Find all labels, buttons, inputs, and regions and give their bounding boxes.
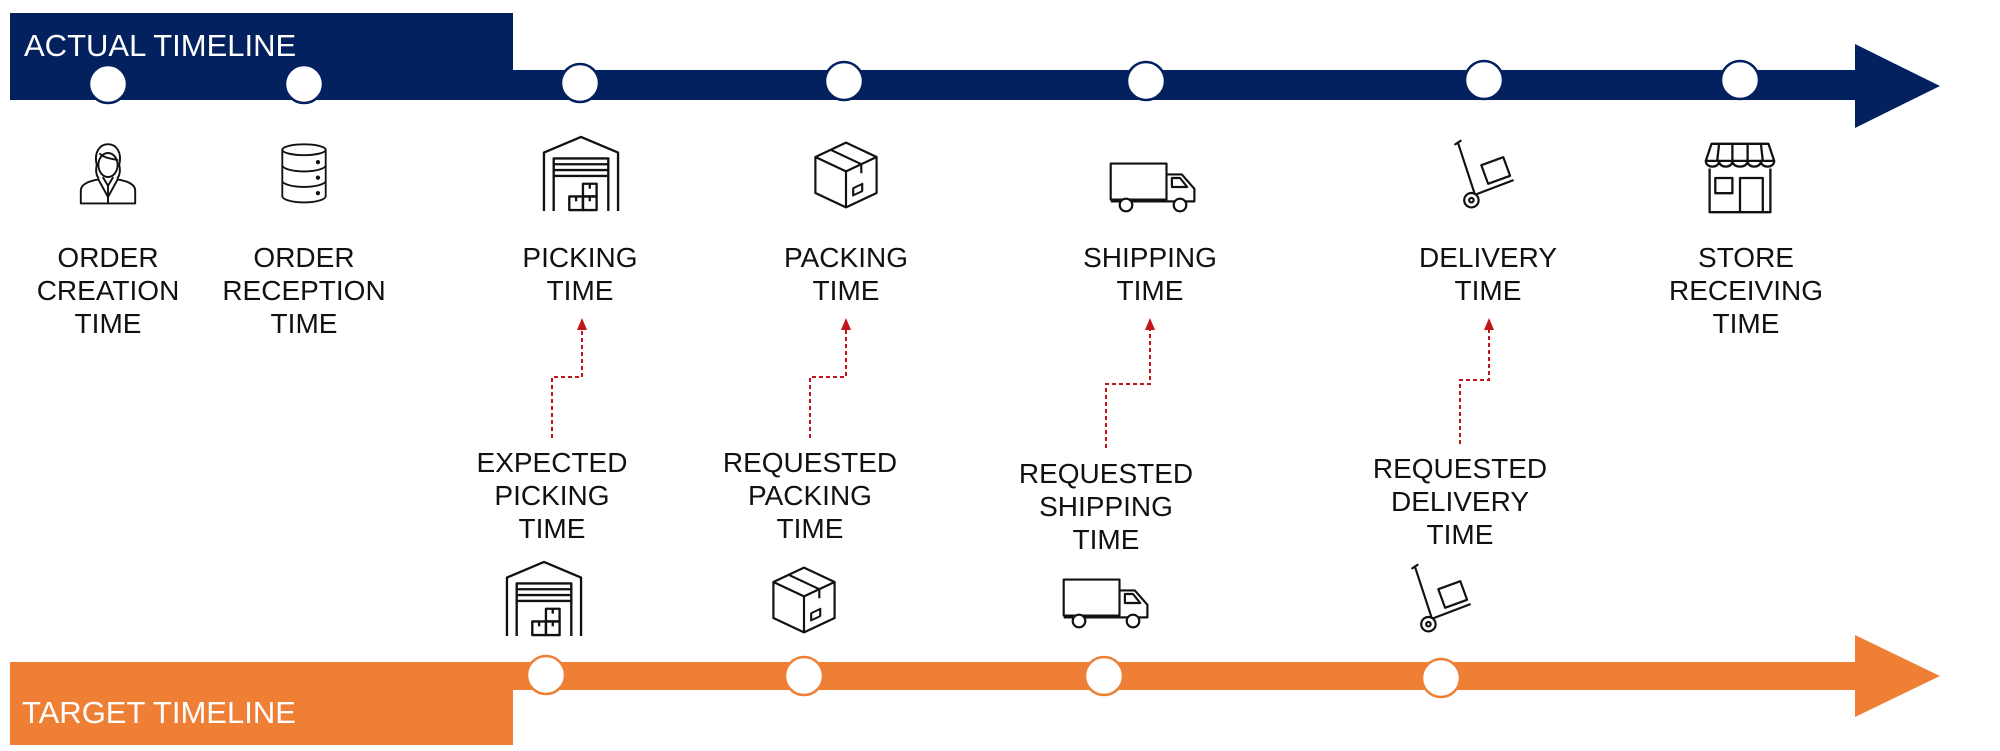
- target-arrow: [513, 635, 1940, 717]
- connector-arrowheads: [577, 318, 1494, 330]
- target-node-delivery: [1420, 657, 1462, 699]
- warehouse-icon: [505, 560, 583, 638]
- actual-node-picking: [559, 62, 601, 104]
- actual-nodes: [87, 59, 1761, 105]
- hand-truck-icon: [1454, 139, 1514, 209]
- arrowhead-delivery: [1484, 318, 1494, 330]
- label-store-receiving: STORE RECEIVING TIME: [1668, 242, 1824, 339]
- label-expected-picking: EXPECTED PICKING TIME: [476, 447, 628, 544]
- connector-packing: [809, 330, 847, 438]
- arrowhead-picking: [577, 318, 587, 330]
- target-node-packing: [783, 655, 825, 697]
- label-order-reception: ORDER RECEPTION TIME: [222, 242, 386, 339]
- actual-node-packing: [823, 60, 865, 102]
- connector-delivery: [1459, 330, 1490, 444]
- label-requested-shipping: REQUESTED SHIPPING TIME: [1018, 458, 1194, 555]
- target-nodes: [525, 654, 1462, 699]
- actual-node-order-reception: [283, 63, 325, 105]
- person-icon: [79, 142, 137, 205]
- target-node-shipping: [1083, 655, 1125, 697]
- label-packing-time: PACKING TIME: [784, 242, 908, 306]
- truck-icon: [1062, 578, 1149, 629]
- truck-icon: [1109, 162, 1196, 213]
- box-icon: [772, 566, 836, 634]
- connector-shipping: [1105, 330, 1151, 448]
- label-requested-packing: REQUESTED PACKING TIME: [722, 447, 898, 544]
- actual-timeline: ACTUAL TIMELINE: [10, 13, 1940, 128]
- arrowhead-packing: [841, 318, 851, 330]
- actual-timeline-title: ACTUAL TIMELINE: [24, 28, 296, 63]
- label-order-creation: ORDER CREATION TIME: [36, 242, 180, 339]
- target-timeline-title: TARGET TIMELINE: [22, 695, 296, 730]
- actual-node-store-receiving: [1719, 59, 1761, 101]
- label-picking-time: PICKING TIME: [522, 242, 638, 306]
- label-delivery-time: DELIVERY TIME: [1419, 242, 1557, 306]
- target-node-picking: [525, 654, 567, 696]
- target-banner: [10, 662, 513, 745]
- label-requested-delivery: REQUESTED DELIVERY TIME: [1372, 453, 1548, 550]
- label-shipping-time: SHIPPING TIME: [1083, 242, 1217, 306]
- actual-node-delivery: [1463, 59, 1505, 101]
- arrowhead-shipping: [1145, 318, 1155, 330]
- warehouse-icon: [542, 135, 620, 213]
- connectors: [551, 330, 1490, 448]
- database-icon: [281, 143, 327, 204]
- box-icon: [814, 141, 878, 209]
- connector-picking: [551, 330, 583, 438]
- actual-node-order-creation: [87, 63, 129, 105]
- actual-node-shipping: [1125, 60, 1167, 102]
- hand-truck-icon: [1411, 563, 1471, 633]
- actual-banner: [10, 13, 1940, 128]
- target-timeline: TARGET TIMELINE: [10, 635, 1940, 745]
- store-icon: [1704, 142, 1776, 214]
